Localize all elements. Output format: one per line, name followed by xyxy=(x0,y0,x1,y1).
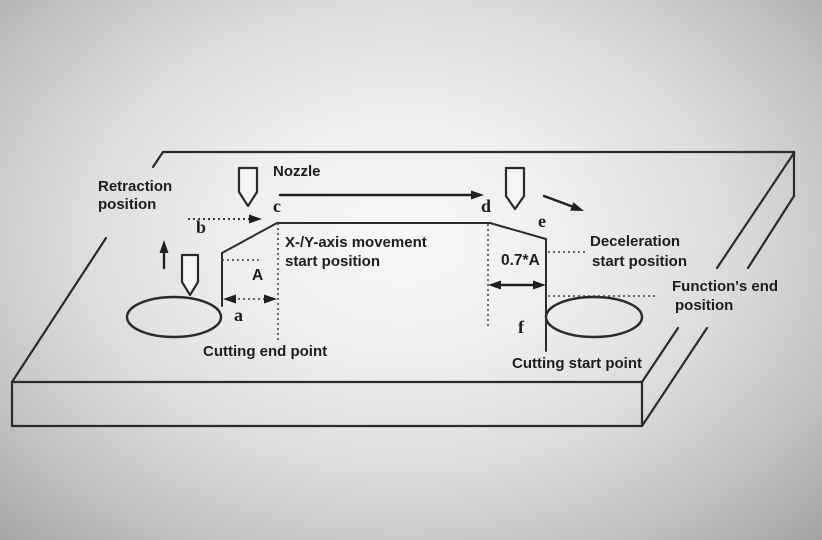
slab-right-top-edge-upper xyxy=(715,151,796,270)
cutting-start-point-label: Cutting start point xyxy=(512,355,642,372)
arrow-e-head xyxy=(570,202,584,211)
arrow-b-head xyxy=(249,214,262,224)
nozzle-icon-retraction xyxy=(180,253,200,297)
slab-right-top-edge-lower xyxy=(640,326,680,384)
nozzles xyxy=(180,166,526,297)
deceleration-label-line1: Deceleration xyxy=(590,233,680,250)
xy-movement-label-line1: X-/Y-axis movement xyxy=(285,234,427,251)
dimension-A-label: A xyxy=(252,267,263,284)
point-letter-f: f xyxy=(518,317,525,337)
dim-07A-head-right xyxy=(533,280,546,290)
cutting-end-point-label: Cutting end point xyxy=(203,343,327,360)
point-letter-b: b xyxy=(196,217,206,237)
slab-right-bottom-edge-lower xyxy=(640,326,709,428)
slab-left-edge-upper xyxy=(151,150,165,169)
workpiece-slab xyxy=(10,150,796,428)
point-letter-e: e xyxy=(538,211,546,231)
cut-hole-left xyxy=(125,295,223,339)
xy-movement-label-line2: start position xyxy=(285,253,380,270)
slab-right-bottom-edge-upper xyxy=(746,194,796,270)
guide-lines xyxy=(222,223,658,340)
point-letter-d: d xyxy=(481,196,491,216)
dim-07A-head-left xyxy=(488,280,501,290)
function-end-label-line2: position xyxy=(675,297,733,314)
arrow-up-head xyxy=(159,240,169,253)
nozzle-label: Nozzle xyxy=(273,163,321,180)
retraction-position-label-line2: position xyxy=(98,196,156,213)
deceleration-label-line2: start position xyxy=(592,253,687,270)
slab-left-edge-lower xyxy=(10,236,108,384)
motion-arrows xyxy=(159,190,584,304)
arrow-cd-head xyxy=(471,190,484,200)
cut-hole-right xyxy=(544,295,644,339)
diagram-labels: Retraction position Nozzle X-/Y-axis mov… xyxy=(98,163,778,372)
point-letter-c: c xyxy=(273,196,281,216)
arrow-e-shaft xyxy=(542,194,573,208)
function-end-label-line1: Function's end xyxy=(672,278,778,295)
retraction-position-label-line1: Retraction xyxy=(98,178,172,195)
point-letter-a: a xyxy=(234,305,243,325)
nozzle-icon-c xyxy=(237,166,259,208)
dim-a-head-right xyxy=(264,294,277,304)
nozzle-icon-d xyxy=(504,166,526,211)
dimension-07A-label: 0.7*A xyxy=(501,252,540,269)
dim-a-head-left xyxy=(223,294,236,304)
nozzle-travel-path xyxy=(221,222,547,352)
